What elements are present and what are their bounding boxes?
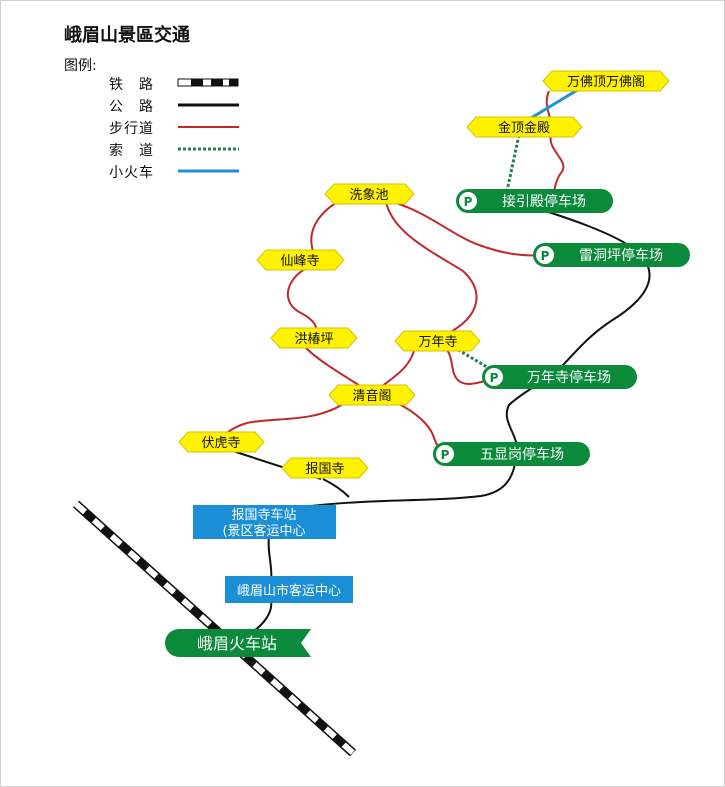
spot-wanniansi[interactable]: 万年寺 xyxy=(394,330,481,352)
spot-hongchunping[interactable]: 洪椿坪 xyxy=(270,327,358,349)
spot-xianfengsi[interactable]: 仙峰寺 xyxy=(256,249,345,271)
parking-icon-letter: P xyxy=(490,371,499,385)
legend-label-walk: 步行道 xyxy=(109,121,154,137)
spot-label-hongchunping: 洪椿坪 xyxy=(294,332,333,347)
spot-label-baoguosi: 报国寺 xyxy=(305,462,344,477)
parking-label-wanniansi: 万年寺停车场 xyxy=(527,369,611,386)
scenic-spots: 万佛顶万佛阁 金顶金殿 洗象池 仙峰寺 洪椿坪 万年寺 xyxy=(178,70,670,479)
station-label-bus-center: 峨眉山市客运中心 xyxy=(237,583,341,599)
station-label-railway: 峨眉火车站 xyxy=(197,634,277,653)
parking-icon-letter: P xyxy=(464,195,473,209)
legend-label-cable: 索 道 xyxy=(109,143,154,159)
legend-row-road: 公 路 xyxy=(109,96,249,115)
legend-label-train: 小火车 xyxy=(109,165,154,181)
legend-swatch-rail xyxy=(177,78,239,87)
railway-line xyxy=(72,500,357,757)
legend-row-walk: 步行道 xyxy=(109,118,249,137)
spot-xixiangchi[interactable]: 洗象池 xyxy=(324,183,415,205)
parking-label-wuxiangang: 五显岗停车场 xyxy=(480,446,564,463)
legend-swatch-road xyxy=(178,103,239,107)
legend-swatch-walk xyxy=(178,126,239,128)
legend-row-cable: 索 道 xyxy=(109,140,249,159)
spot-qingyinge[interactable]: 清音阁 xyxy=(328,384,416,406)
spot-wanfoding[interactable]: 万佛顶万佛阁 xyxy=(542,70,670,92)
spot-label-fuhusi: 伏虎寺 xyxy=(201,436,240,451)
spot-fuhusi[interactable]: 伏虎寺 xyxy=(178,431,265,453)
spot-label-wanniansi: 万年寺 xyxy=(418,335,457,350)
bus-station-city-center[interactable]: 峨眉山市客运中心 xyxy=(225,576,353,603)
spot-label-xixiangchi: 洗象池 xyxy=(349,188,388,203)
parking-icon xyxy=(436,445,454,463)
parking-leidongping[interactable]: P 雷洞坪停车场 xyxy=(533,243,690,267)
spot-label-qingyinge: 清音阁 xyxy=(352,388,391,404)
parking-icon-letter: P xyxy=(441,448,450,462)
spot-label-xianfengsi: 仙峰寺 xyxy=(280,254,319,269)
station-label-baoguosi-line1: 报国寺车站 xyxy=(231,507,296,523)
parking-wanniansi[interactable]: P 万年寺停车场 xyxy=(482,365,637,389)
station-label-baoguosi-line2: (景区客运中心 xyxy=(222,523,305,539)
parking-label-jieyindian: 接引殿停车场 xyxy=(502,193,586,210)
parking-icon xyxy=(459,192,477,210)
spot-baoguosi[interactable]: 报国寺 xyxy=(281,457,369,479)
parking-icon xyxy=(485,368,503,386)
legend-swatch-train xyxy=(178,169,239,173)
spot-label-jinding: 金顶金殿 xyxy=(498,120,550,136)
spot-label-wanfoding: 万佛顶万佛阁 xyxy=(567,75,645,90)
legend-row-train: 小火车 xyxy=(109,162,249,181)
parking-lots: P 接引殿停车场 P 雷洞坪停车场 P 万年寺停车场 P 五显岗停车场 xyxy=(433,189,690,466)
legend-label-rail: 铁 路 xyxy=(109,77,154,93)
bus-station-baoguosi[interactable]: 报国寺车站 (景区客运中心 xyxy=(193,505,336,539)
spot-jinding[interactable]: 金顶金殿 xyxy=(466,116,583,138)
parking-label-leidongping: 雷洞坪停车场 xyxy=(579,247,663,264)
legend-swatch-cable xyxy=(178,147,239,151)
parking-jieyindian[interactable]: P 接引殿停车场 xyxy=(456,189,613,213)
map-title: 峨眉山景區交通 xyxy=(64,25,190,46)
parking-wuxiangang[interactable]: P 五显岗停车场 xyxy=(433,442,590,466)
legend-label-road: 公 路 xyxy=(109,99,154,115)
legend-row-rail: 铁 路 xyxy=(109,74,249,93)
legend-heading: 图例: xyxy=(64,58,97,74)
parking-icon xyxy=(536,246,554,264)
parking-icon-letter: P xyxy=(541,249,550,263)
railway-station[interactable]: 峨眉火车站 xyxy=(165,629,311,657)
sightseeing-train-line xyxy=(530,87,580,120)
